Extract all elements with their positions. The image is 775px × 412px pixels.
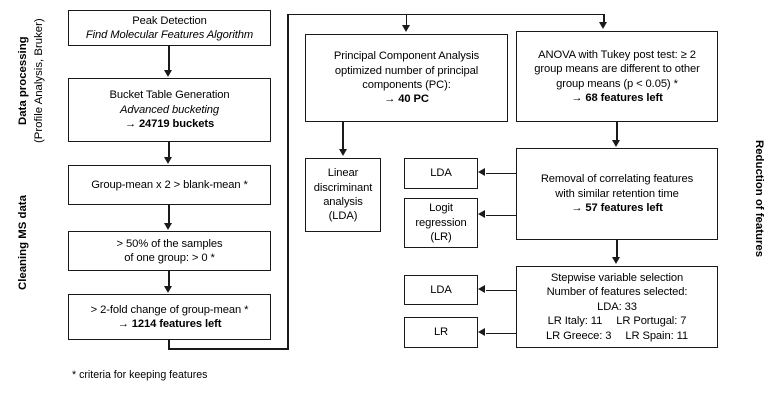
stepwise-lr-greece: LR Greece: 3 (546, 329, 612, 342)
arrowhead-stepwise-to-lr-bottom-icon (478, 328, 485, 337)
arrowhead-peak-to-bucket-icon (164, 70, 173, 77)
anova-line1: ANOVA with Tukey post test: ≥ 2 (538, 48, 696, 61)
two-fold-line2: → 1214 features left (117, 318, 222, 330)
box-stepwise-variable-selection[interactable]: Stepwise variable selection Number of fe… (516, 266, 718, 348)
fifty-percent-line2: of one group: > 0 * (124, 252, 215, 264)
anova-line2: group means are different to other (534, 63, 700, 76)
box-lda-middle[interactable]: LDA (404, 158, 478, 189)
stepwise-lr-italy: LR Italy: 11 (547, 315, 603, 328)
arrowhead-bus-to-pca-icon (401, 25, 410, 32)
arrowhead-pca-to-lda-icon (338, 149, 347, 156)
side-label-cleaning-ms-data: Cleaning MS data (17, 195, 29, 290)
connector-top-bus (287, 13, 605, 16)
connector-bucket-to-groupmean (168, 142, 170, 158)
stepwise-lr-portugal: LR Portugal: 7 (616, 315, 687, 328)
fifty-percent-line1: > 50% of the samples (116, 237, 223, 250)
box-peak-detection[interactable]: Peak Detection Find Molecular Features A… (68, 10, 271, 46)
pca-line2: optimized number of principal (334, 64, 479, 77)
connector-stepwise-to-lr-bottom (486, 332, 517, 335)
arrowhead-fifty-to-twofold-icon (164, 286, 173, 293)
anova-line3: group means (p < 0.05) * (556, 77, 678, 90)
connector-fifty-to-twofold (168, 271, 170, 287)
peak-detection-line2: Find Molecular Features Algorithm (85, 29, 254, 41)
stepwise-line1: Stepwise variable selection (550, 271, 684, 284)
box-lr-bottom[interactable]: LR (404, 317, 478, 348)
connector-anova-to-removal (616, 122, 618, 141)
lda-full-line4: (LDA) (328, 210, 358, 223)
connector-peak-to-bucket (168, 46, 170, 71)
pca-line1: Principal Component Analysis (333, 50, 480, 63)
arrowhead-removal-to-lda-mid-icon (478, 168, 485, 177)
connector-removal-to-logit (486, 214, 517, 217)
connector-riser-to-bus (287, 14, 289, 350)
group-mean-line1: Group-mean x 2 > blank-mean * (91, 178, 248, 191)
bucket-table-line3: → 24719 buckets (124, 118, 215, 131)
connector-bus-to-anova (603, 13, 605, 24)
connector-stepwise-to-lda-bottom (486, 289, 517, 292)
connector-twofold-down (168, 340, 170, 350)
box-two-fold-change[interactable]: > 2-fold change of group-mean * → 1214 f… (68, 294, 271, 340)
connector-removal-to-stepwise (616, 240, 618, 258)
arrowhead-anova-to-removal-icon (612, 140, 621, 147)
lda-full-line1: Linear (327, 167, 359, 180)
arrowhead-bucket-to-groupmean-icon (164, 157, 173, 164)
stepwise-line4: LR Italy: 11 LR Portugal: 7 (548, 314, 687, 328)
lda-bottom-line1: LDA (430, 283, 452, 296)
bucket-table-line2: Advanced bucketing (120, 103, 219, 116)
lda-full-line2: discriminant (313, 181, 373, 194)
lda-mid-line1: LDA (430, 167, 452, 180)
anova-line4: → 68 features left (571, 91, 663, 104)
stepwise-line2: Number of features selected: (546, 286, 688, 299)
pca-line4: → 40 PC (384, 93, 429, 106)
box-lda-bottom[interactable]: LDA (404, 275, 478, 305)
connector-removal-to-lda-mid (486, 172, 517, 175)
side-label-profile-analysis: (Profile Analysis, Bruker) (33, 18, 45, 143)
removal-line1: Removal of correlating features (540, 173, 694, 186)
lr-bottom-line1: LR (433, 326, 449, 339)
logit-mid-line2: regression (415, 216, 467, 229)
side-label-reduction-of-features: Reduction of features (753, 140, 765, 258)
arrowhead-removal-to-stepwise-icon (612, 257, 621, 264)
box-principal-component-analysis[interactable]: Principal Component Analysis optimized n… (305, 34, 508, 122)
box-anova-tukey[interactable]: ANOVA with Tukey post test: ≥ 2 group me… (516, 31, 718, 122)
arrowhead-removal-to-logit-icon (478, 210, 485, 219)
connector-twofold-right (168, 348, 289, 350)
box-removal-correlating-features[interactable]: Removal of correlating features with sim… (516, 148, 718, 240)
side-label-data-processing: Data processing (17, 36, 29, 125)
bucket-table-line1: Bucket Table Generation (109, 89, 230, 102)
two-fold-line1: > 2-fold change of group-mean * (90, 303, 249, 316)
connector-pca-to-lda (342, 122, 344, 150)
box-linear-discriminant-analysis[interactable]: Linear discriminant analysis (LDA) (305, 158, 381, 232)
arrowhead-bus-to-anova-icon (599, 22, 608, 29)
box-bucket-table-generation[interactable]: Bucket Table Generation Advanced bucketi… (68, 78, 271, 142)
box-logit-regression[interactable]: Logit regression (LR) (404, 198, 478, 248)
box-fifty-percent-samples[interactable]: > 50% of the samples of one group: > 0 * (68, 231, 271, 271)
stepwise-line3: LDA: 33 (597, 300, 637, 313)
arrowhead-groupmean-to-fifty-icon (164, 223, 173, 230)
peak-detection-line1: Peak Detection (132, 14, 207, 27)
connector-bus-to-pca (405, 13, 408, 27)
removal-line3: → 57 features left (571, 202, 663, 215)
removal-line2: with similar retention time (555, 187, 679, 200)
lda-full-line3: analysis (323, 196, 363, 208)
stepwise-line5: LR Greece: 3 LR Spain: 11 (546, 329, 688, 343)
connector-groupmean-to-fifty (168, 205, 170, 224)
logit-mid-line3: (LR) (430, 231, 452, 244)
box-group-mean-blank-mean[interactable]: Group-mean x 2 > blank-mean * (68, 165, 271, 205)
logit-mid-line1: Logit (429, 202, 453, 215)
arrowhead-stepwise-to-lda-bottom-icon (478, 285, 485, 294)
stepwise-lr-spain: LR Spain: 11 (625, 329, 688, 342)
footnote-criteria: * criteria for keeping features (72, 369, 208, 381)
pca-line3: components (PC): (362, 79, 451, 91)
